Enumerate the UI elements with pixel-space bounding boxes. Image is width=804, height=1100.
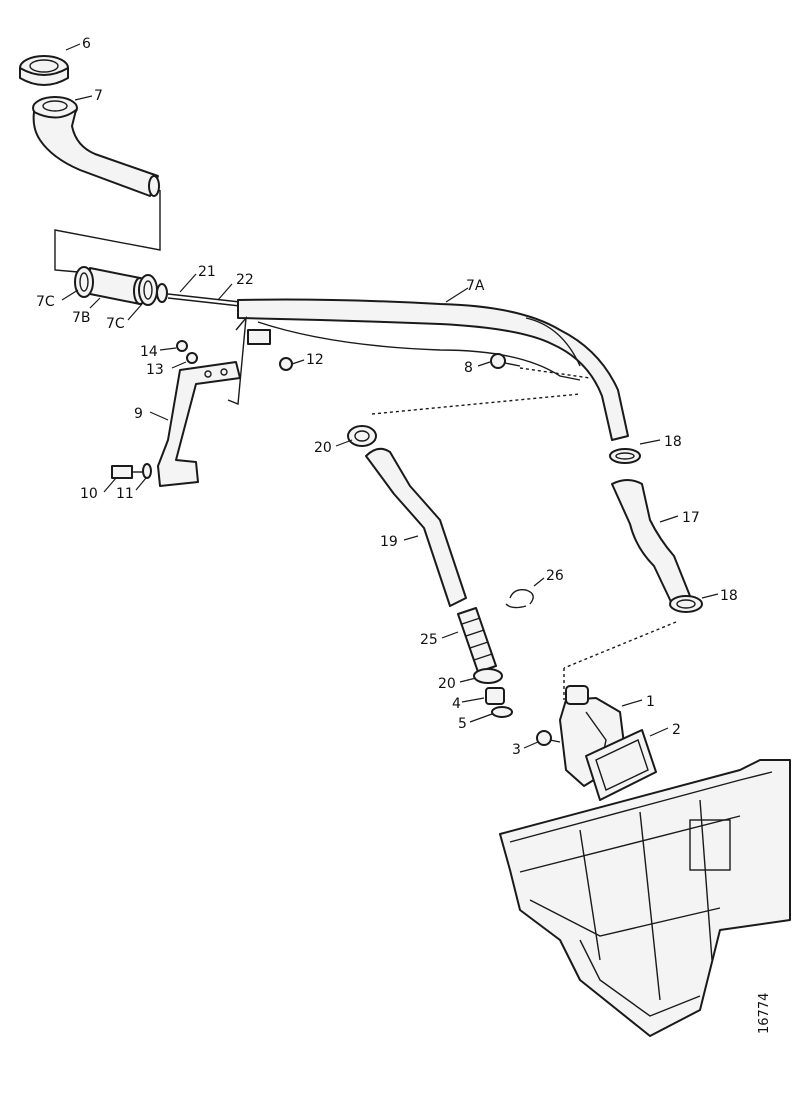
label-part-7: 7 <box>94 88 103 104</box>
assembly-bracket-lines <box>54 190 161 273</box>
label-part-7c-left: 7C <box>36 294 55 310</box>
label-part-21: 21 <box>198 264 216 280</box>
label-part-8: 8 <box>464 360 473 376</box>
document-number: 16774 <box>757 993 772 1034</box>
label-part-7c-right: 7C <box>106 316 125 332</box>
label-part-1: 1 <box>646 694 655 710</box>
part-21-dipstick <box>156 283 241 307</box>
label-part-3: 3 <box>512 742 521 758</box>
label-part-14: 14 <box>140 344 158 360</box>
part-12-bolt <box>247 329 293 371</box>
part-25-corrugated-hose <box>457 607 497 673</box>
label-part-10: 10 <box>80 486 98 502</box>
part-18-lower-clamp <box>669 595 703 613</box>
label-part-2: 2 <box>672 722 681 738</box>
label-part-18-upper: 18 <box>664 434 682 450</box>
part-10-bolt <box>111 465 144 479</box>
label-part-11: 11 <box>116 486 134 502</box>
part-2-gasket <box>585 729 657 801</box>
label-part-4: 4 <box>452 696 461 712</box>
part-7c-clamp-left <box>74 266 94 298</box>
label-part-17: 17 <box>682 510 700 526</box>
part-7b-sleeve <box>89 267 147 305</box>
part-3-bolt <box>536 730 561 746</box>
label-part-9: 9 <box>134 406 143 422</box>
label-part-12: 12 <box>306 352 324 368</box>
part-20-upper-clamp <box>347 425 377 447</box>
label-part-18-lower: 18 <box>720 588 738 604</box>
part-7-filler-neck <box>32 96 160 197</box>
part-19-hose <box>365 447 467 607</box>
label-part-7a: 7A <box>466 278 485 294</box>
label-part-7b: 7B <box>72 310 91 326</box>
part-7a-guide-tube <box>237 298 629 441</box>
part-11-washer <box>142 463 152 479</box>
label-part-6: 6 <box>82 36 91 52</box>
part-13-washer <box>186 352 198 364</box>
part-18-upper-clamp <box>609 448 641 464</box>
part-14-nut <box>176 340 188 352</box>
label-part-20-upper: 20 <box>314 440 332 456</box>
part-5-washer <box>491 706 513 718</box>
label-part-26: 26 <box>546 568 564 584</box>
part-7c-clamp-right <box>138 274 158 306</box>
part-9-support-bracket <box>157 315 247 487</box>
oil-pan-housing <box>499 759 791 1037</box>
part-8-bolt <box>490 353 521 369</box>
label-part-22: 22 <box>236 272 254 288</box>
part-4-fitting <box>485 687 505 705</box>
part-17-hose <box>611 479 691 605</box>
part-20-lower-clamp <box>473 668 503 684</box>
label-part-13: 13 <box>146 362 164 378</box>
label-part-5: 5 <box>458 716 467 732</box>
part-26-clip <box>505 588 534 609</box>
label-part-25: 25 <box>420 632 438 648</box>
part-6-filler-cap <box>19 55 69 86</box>
label-part-20-lower: 20 <box>438 676 456 692</box>
label-part-19: 19 <box>380 534 398 550</box>
